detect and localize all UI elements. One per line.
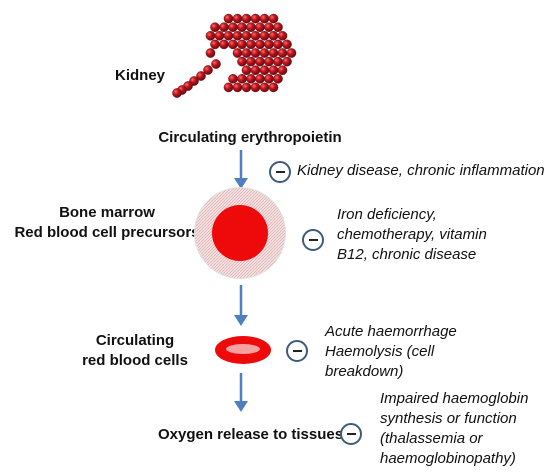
kidney-bead bbox=[219, 22, 229, 33]
kidney-bead bbox=[259, 30, 270, 41]
kidney-bead bbox=[172, 88, 182, 98]
kidney-bead bbox=[250, 13, 261, 24]
inhibitor-text-1: Kidney disease, chronic inflammation bbox=[297, 162, 545, 179]
kidney-bead bbox=[277, 48, 288, 58]
kidney-bead bbox=[273, 22, 283, 33]
kidney-bead bbox=[219, 39, 229, 50]
down-arrow-1 bbox=[234, 150, 248, 189]
kidney-bead bbox=[250, 30, 261, 41]
minus-icon-3 bbox=[286, 340, 308, 362]
kidney-bead bbox=[268, 82, 279, 93]
kidney-bead bbox=[255, 56, 265, 67]
kidney-bead bbox=[268, 48, 279, 58]
kidney-bead bbox=[246, 56, 256, 67]
kidney-bead bbox=[277, 65, 288, 75]
kidney-beads-icon bbox=[172, 13, 297, 98]
kidney-bead bbox=[241, 48, 252, 58]
kidney-bead bbox=[223, 82, 234, 93]
minus-icon-1 bbox=[269, 161, 291, 183]
kidney-bead bbox=[237, 56, 247, 67]
kidney-bead bbox=[246, 39, 256, 50]
kidney-bead bbox=[237, 74, 247, 84]
minus-icon-4 bbox=[340, 423, 362, 445]
circulating-rbc-label: Circulating red blood cells bbox=[82, 332, 188, 369]
kidney-bead bbox=[250, 82, 261, 93]
kidney-bead bbox=[273, 74, 283, 84]
kidney-bead bbox=[205, 48, 216, 58]
kidney-bead bbox=[264, 74, 274, 84]
kidney-bead bbox=[211, 59, 221, 69]
kidney-bead bbox=[228, 39, 238, 50]
kidney-bead bbox=[237, 39, 247, 50]
kidney-bead bbox=[268, 13, 279, 24]
kidney-bead bbox=[264, 22, 274, 33]
kidney-bead bbox=[228, 74, 238, 84]
kidney-bead bbox=[259, 48, 270, 58]
kidney-bead bbox=[210, 22, 220, 33]
kidney-bead bbox=[203, 65, 213, 75]
kidney-bead bbox=[223, 13, 234, 24]
kidney-bead bbox=[232, 30, 243, 41]
kidney-bead bbox=[241, 82, 252, 93]
kidney-bead bbox=[255, 39, 265, 50]
kidney-bead bbox=[264, 39, 274, 50]
oxygen-release-label: Oxygen release to tissues bbox=[158, 426, 344, 443]
kidney-bead bbox=[205, 30, 216, 41]
inhibitor-text-3: Acute haemorrhage Haemolysis (cell break… bbox=[325, 323, 457, 380]
kidney-bead bbox=[282, 39, 292, 50]
kidney-bead bbox=[241, 13, 252, 24]
kidney-bead bbox=[259, 13, 270, 24]
kidney-bead bbox=[259, 82, 270, 93]
kidney-bead bbox=[282, 56, 292, 67]
kidney-bead bbox=[273, 56, 283, 67]
minus-icon-2 bbox=[302, 229, 324, 251]
down-arrow-2 bbox=[234, 285, 248, 326]
kidney-bead bbox=[250, 48, 261, 58]
kidney-bead bbox=[241, 30, 252, 41]
down-arrow-3 bbox=[234, 373, 248, 412]
kidney-bead bbox=[250, 65, 261, 75]
kidney-bead bbox=[214, 30, 225, 41]
kidney-bead bbox=[264, 56, 274, 67]
inhibitor-text-4: Impaired haemoglobin synthesis or functi… bbox=[380, 390, 529, 467]
kidney-bead bbox=[246, 74, 256, 84]
inhibitor-text-2: Iron deficiency, chemotherapy, vitamin B… bbox=[337, 206, 487, 263]
kidney-bead bbox=[273, 39, 283, 50]
red-blood-cell-icon bbox=[215, 336, 271, 364]
kidney-bead bbox=[232, 13, 243, 24]
kidney-bead bbox=[210, 39, 220, 50]
kidney-bead bbox=[241, 65, 252, 75]
kidney-bead bbox=[228, 22, 238, 33]
erythropoietin-label: Circulating erythropoietin bbox=[158, 129, 342, 146]
kidney-bead bbox=[277, 30, 288, 41]
kidney-bead bbox=[268, 30, 279, 41]
kidney-bead bbox=[255, 22, 265, 33]
kidney-bead bbox=[232, 48, 243, 58]
bone-marrow-label: Bone marrow Red blood cell precursors bbox=[14, 204, 200, 241]
precursor-cell-icon bbox=[194, 187, 286, 279]
kidney-bead bbox=[223, 30, 234, 41]
kidney-label: Kidney bbox=[115, 67, 166, 84]
kidney-bead bbox=[268, 65, 279, 75]
kidney-bead bbox=[259, 65, 270, 75]
kidney-bead bbox=[255, 74, 265, 84]
kidney-bead bbox=[246, 22, 256, 33]
kidney-bead bbox=[196, 71, 206, 81]
kidney-bead bbox=[237, 22, 247, 33]
kidney-bead bbox=[232, 82, 243, 93]
kidney-bead bbox=[286, 48, 297, 58]
